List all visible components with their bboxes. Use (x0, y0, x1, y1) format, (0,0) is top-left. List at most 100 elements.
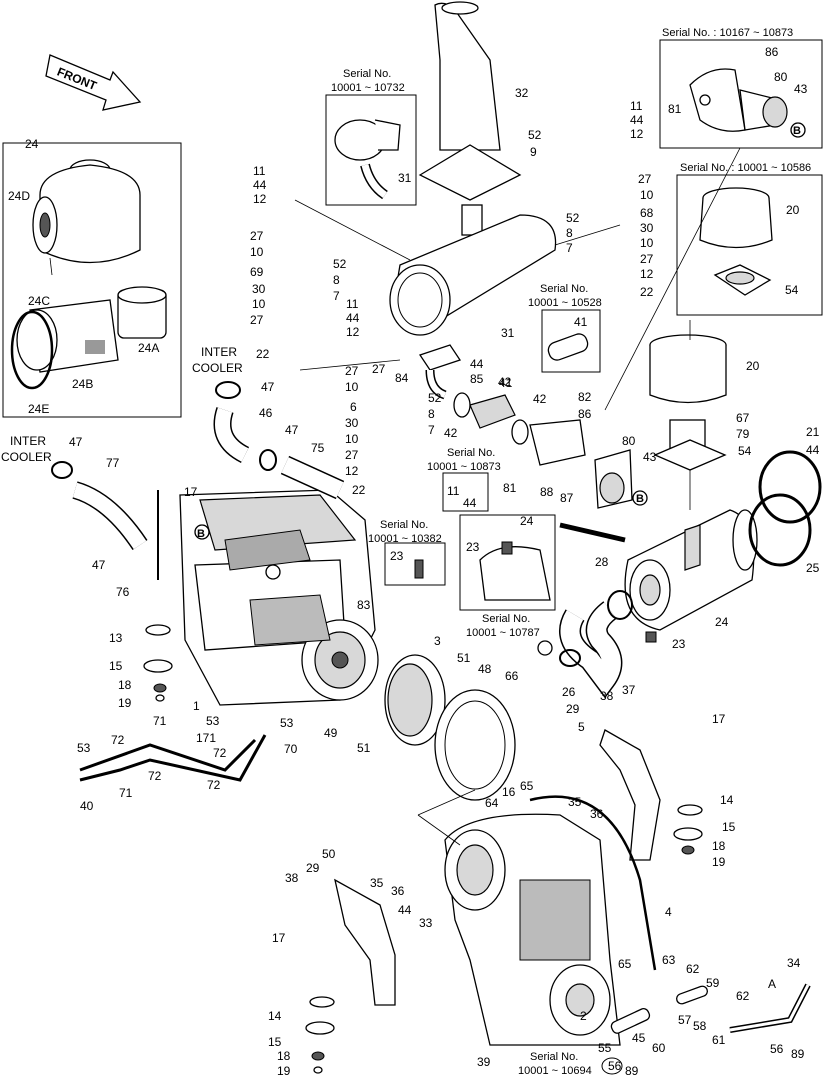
callout: 27 (372, 362, 386, 376)
callout: 7 (566, 241, 573, 255)
callout: 10 (345, 380, 359, 394)
callout: 1 (193, 699, 200, 713)
callout: 27 (250, 313, 264, 327)
callout: 72 (148, 769, 162, 783)
circle-markers: B B (194, 122, 806, 1075)
callout: 31 (501, 326, 515, 340)
callout: 27 (345, 364, 359, 378)
callout: 65 (618, 957, 632, 971)
callout: 62 (686, 962, 700, 976)
callout: 11 (630, 99, 643, 113)
callout: 2 (580, 1009, 587, 1023)
callout: 29 (306, 861, 320, 875)
callout: 50 (322, 847, 336, 861)
callout: 8 (566, 226, 573, 240)
engine-mounts-left (143, 490, 173, 702)
callout: 22 (640, 285, 654, 299)
callout: 32 (515, 86, 529, 100)
leader-lines (294, 147, 741, 846)
callout: 76 (116, 585, 130, 599)
serial-box-pipe (541, 309, 601, 373)
callout: 24C (28, 294, 50, 308)
serial-label-6b: 10001 ~ 10382 (368, 533, 442, 545)
callout: 79 (736, 427, 750, 441)
air-cleaner-detail-box (2, 142, 182, 418)
callout: 36 (590, 807, 604, 821)
callout: 49 (324, 726, 338, 740)
callout: 66 (505, 669, 519, 683)
callout: 171 (196, 731, 216, 745)
callout: 12 (630, 127, 644, 141)
serial-box-11-44 (442, 472, 489, 512)
callout: 54 (738, 444, 752, 458)
callout: 10 (640, 236, 654, 250)
callout: 52 (333, 257, 347, 271)
callout: 15 (109, 659, 123, 673)
intercooler-hoses (51, 381, 345, 551)
callout: 63 (662, 953, 676, 967)
callout: 4 (665, 905, 672, 919)
serial-label-5: Serial No. (447, 447, 495, 459)
callout: 61 (712, 1033, 726, 1047)
callout: 27 (640, 252, 654, 266)
callout: 80 (774, 70, 788, 84)
engine-1 (179, 489, 379, 706)
callout: 83 (357, 598, 371, 612)
callout: 65 (520, 779, 534, 793)
callout: 54 (785, 283, 799, 297)
callout: 46 (259, 406, 273, 420)
callout: 45 (632, 1031, 646, 1045)
callout: 44 (630, 113, 644, 127)
callout: 56 (608, 1059, 622, 1073)
callout: 75 (311, 441, 325, 455)
callout: 59 (706, 976, 720, 990)
callout: 12 (345, 464, 359, 478)
front-arrow: FRONT (45, 54, 142, 111)
serial-label-3b: 10001 ~ 10732 (331, 82, 405, 94)
transmission-2 (444, 813, 621, 1046)
callout: 44 (470, 357, 484, 371)
callout: 15 (722, 820, 736, 834)
callout: 6 (350, 400, 357, 414)
callout: 19 (277, 1064, 291, 1078)
callout: 24 (520, 514, 534, 528)
callout: 8 (333, 273, 340, 287)
callout: 24E (28, 402, 49, 416)
serial-box-muffler (325, 94, 417, 206)
callout: 21 (806, 425, 820, 439)
callout: 17 (184, 485, 198, 499)
callout: 8 (428, 407, 435, 421)
callout: 25 (806, 561, 820, 575)
callout: 72 (111, 733, 125, 747)
flex-pipe: B (453, 392, 648, 509)
cooler-label-1: COOLER (192, 361, 243, 375)
callout: 87 (560, 491, 574, 505)
oil-lines (529, 795, 811, 1034)
callout: 51 (357, 741, 371, 755)
callout: 71 (119, 786, 133, 800)
serial-labels: Serial No. : 10167 ~ 10873 Serial No. : … (1, 27, 811, 1077)
callout: 51 (457, 651, 471, 665)
callout: 82 (578, 390, 592, 404)
callout: 89 (791, 1047, 805, 1061)
callout: 40 (80, 799, 94, 813)
callout: 12 (346, 325, 360, 339)
callout: 19 (118, 696, 132, 710)
callout: 10 (640, 188, 654, 202)
serial-label-1: Serial No. : 10167 ~ 10873 (662, 27, 793, 39)
callout: 17 (272, 931, 286, 945)
callout: 15 (268, 1035, 282, 1049)
callout: 30 (345, 416, 359, 430)
callout: 38 (285, 871, 299, 885)
callout: 47 (285, 423, 299, 437)
serial-label-4: Serial No. (540, 283, 588, 295)
callout: 64 (485, 796, 499, 810)
callout: 37 (622, 683, 636, 697)
callout: 27 (345, 448, 359, 462)
callout: 22 (256, 347, 270, 361)
callout: 13 (109, 631, 123, 645)
serial-label-6: Serial No. (380, 519, 428, 531)
callout: 47 (92, 558, 106, 572)
callout: 80 (622, 434, 636, 448)
callout: 89 (625, 1064, 639, 1078)
